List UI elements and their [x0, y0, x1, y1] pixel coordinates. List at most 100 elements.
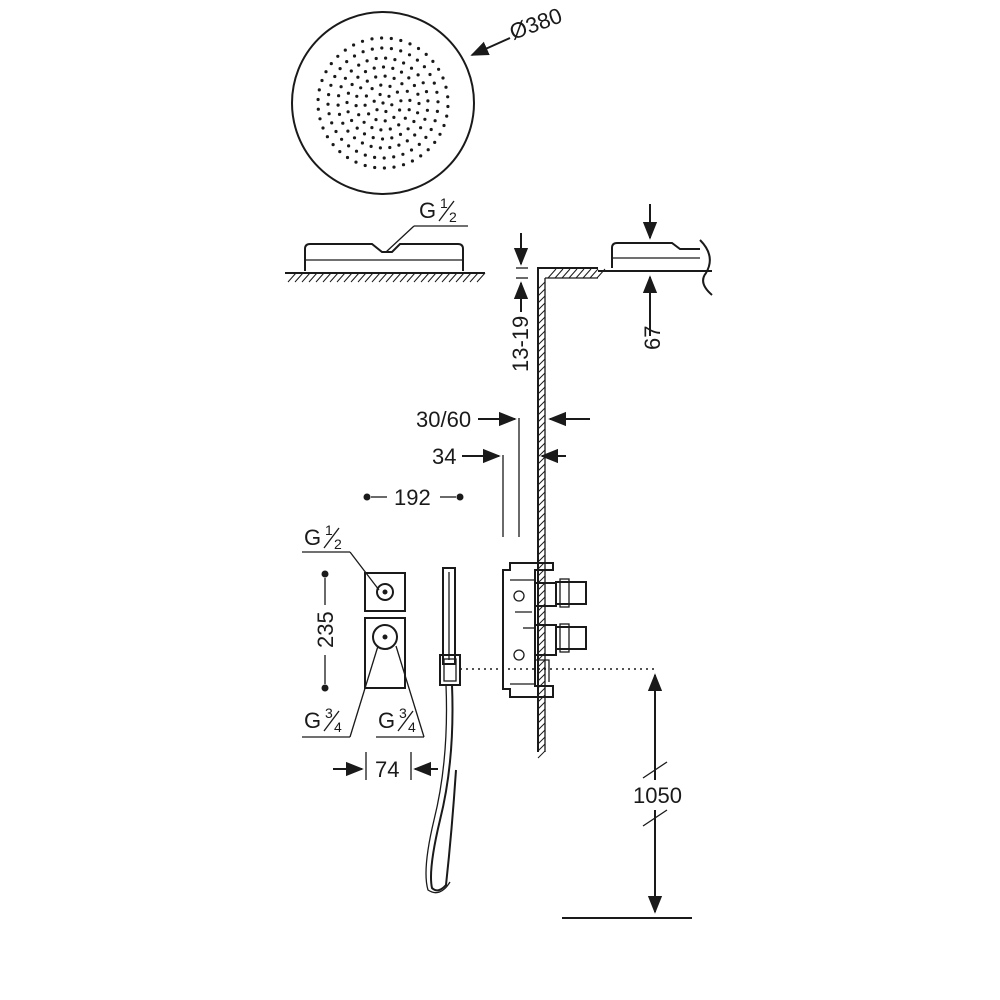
nozzle-dot	[365, 79, 369, 83]
nozzle-dot	[329, 62, 333, 66]
hatch-line	[364, 272, 374, 283]
nozzle-dot	[405, 89, 409, 93]
hatch-line	[329, 272, 339, 283]
nozzle-dot	[398, 132, 403, 136]
shower-head-section-view: 67	[598, 204, 713, 350]
nozzle-dot	[446, 95, 450, 99]
nozzle-dot	[391, 66, 395, 70]
hatch-line	[537, 673, 546, 682]
hatch-line	[537, 400, 546, 409]
shower-head-top-view: Ø380	[291, 3, 565, 195]
nozzle-dot	[350, 118, 354, 123]
nozzle-dot	[374, 75, 378, 79]
nozzle-dot	[383, 74, 387, 78]
depth-range-label: 30/60	[416, 407, 471, 432]
nozzle-dot	[379, 128, 383, 132]
valve-faceplates: 235	[313, 570, 406, 692]
hatch-line	[537, 533, 546, 542]
depth-dimensions: 30/60 34 192	[363, 407, 590, 537]
nozzle-dot	[435, 109, 439, 113]
nozzle-dot	[346, 91, 350, 95]
nozzle-dot	[384, 56, 388, 60]
hatch-line	[561, 268, 571, 279]
head-height-label: 67	[640, 326, 665, 350]
nozzle-dot	[397, 123, 401, 127]
nozzle-dot	[370, 37, 374, 41]
svg-text:4: 4	[408, 719, 416, 735]
nozzle-dot	[375, 108, 379, 112]
nozzle-dot	[357, 113, 361, 117]
nozzle-dot	[433, 140, 437, 144]
hatch-line	[537, 617, 546, 626]
nozzle-dot	[399, 49, 403, 53]
nozzle-dot	[392, 155, 396, 159]
nozzle-dot	[435, 90, 439, 94]
nozzle-dot	[437, 67, 441, 71]
svg-text:1: 1	[440, 195, 448, 211]
nozzle-dot	[400, 82, 404, 86]
nozzle-dot	[382, 156, 386, 160]
nozzle-dot	[425, 108, 429, 112]
nozzle-dot	[423, 117, 427, 121]
nozzle-dot	[340, 137, 344, 141]
nozzle-dot	[387, 94, 391, 98]
nozzle-dot	[334, 129, 338, 134]
hatch-line	[537, 708, 546, 717]
diameter-label: Ø380	[506, 3, 565, 45]
hatch-line	[537, 582, 546, 591]
nozzle-dot	[445, 114, 449, 118]
hatch-line	[537, 442, 546, 451]
nozzle-dot	[355, 126, 359, 130]
nozzle-dot	[432, 81, 436, 85]
nozzle-dot	[408, 42, 412, 46]
nozzle-dot	[406, 127, 410, 131]
nozzle-dot	[431, 59, 435, 64]
nozzle-dot	[337, 94, 341, 98]
floor-height-label: 1050	[633, 783, 682, 808]
nozzle-dot	[336, 103, 340, 107]
nozzle-dot	[339, 85, 343, 89]
nozzle-dot	[441, 76, 445, 80]
hatch-line	[462, 272, 472, 283]
nozzle-dot	[372, 99, 376, 103]
nozzle-dot	[401, 152, 405, 156]
hatch-line	[537, 715, 546, 724]
nozzle-dot	[347, 144, 351, 148]
hatch-line	[455, 272, 465, 283]
hatch-line	[582, 268, 592, 279]
hatch-line	[537, 295, 546, 304]
nozzle-dot	[363, 163, 367, 168]
nozzle-dot	[401, 163, 406, 167]
hatch-line	[350, 272, 360, 283]
nozzle-dot	[357, 63, 361, 67]
nozzle-dot	[405, 139, 409, 143]
hatch-line	[537, 407, 546, 416]
nozzle-dot	[407, 53, 412, 57]
svg-text:G: G	[419, 198, 436, 223]
hatch-line	[537, 288, 546, 297]
nozzle-dot	[392, 165, 396, 169]
nozzle-dot	[438, 132, 442, 136]
hatch-line	[537, 729, 546, 738]
nozzle-dot	[388, 127, 392, 131]
hatch-line	[357, 272, 367, 283]
nozzle-dot	[399, 70, 404, 74]
nozzle-dot	[380, 46, 384, 50]
svg-text:3: 3	[399, 705, 407, 721]
nozzle-dot	[338, 150, 342, 154]
hatch-line	[589, 268, 599, 279]
nozzle-dot	[327, 93, 331, 97]
nozzle-dot	[373, 165, 377, 170]
nozzle-dot	[330, 121, 334, 125]
hatch-line	[537, 379, 546, 388]
nozzle-dot	[382, 166, 386, 170]
hatch-line	[537, 386, 546, 395]
hatch-line	[537, 463, 546, 472]
nozzle-dot	[444, 85, 448, 89]
nozzle-dot	[402, 61, 406, 65]
hatch-line	[308, 272, 318, 283]
nozzle-dot	[363, 103, 367, 107]
nozzle-dot	[388, 84, 392, 88]
nozzle-dot	[424, 52, 428, 57]
nozzle-dot	[422, 65, 426, 69]
